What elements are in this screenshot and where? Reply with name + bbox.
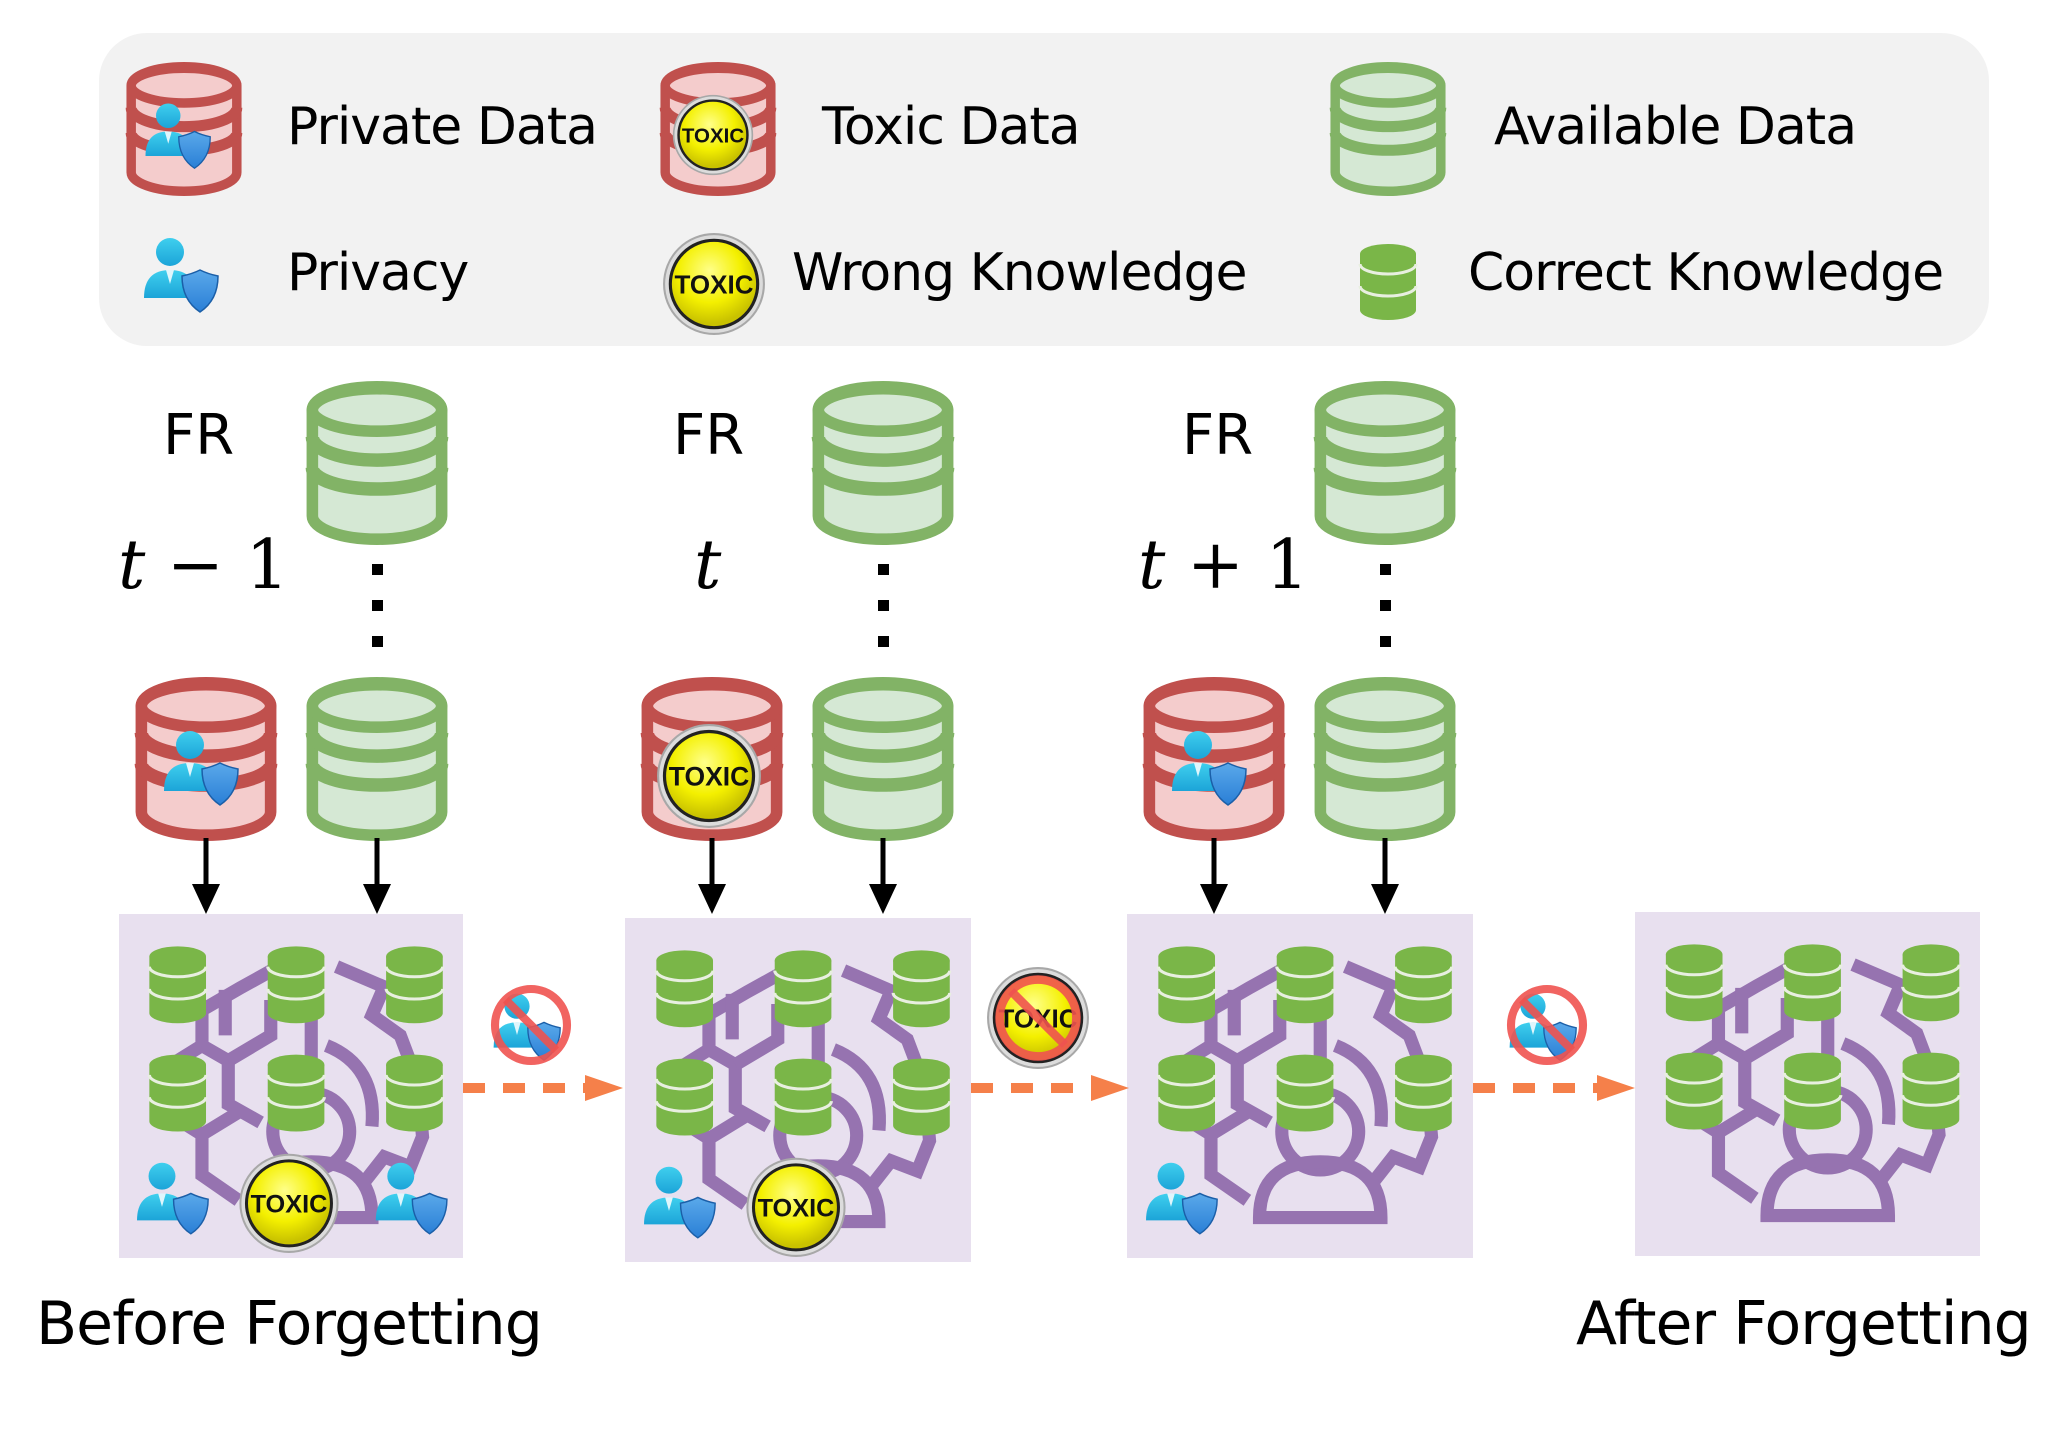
dashed-arrow-icon xyxy=(1473,1075,1635,1101)
toxic-data-icon xyxy=(658,62,778,196)
arrow-down-icon xyxy=(1371,838,1399,914)
legend-label-available-data: Available Data xyxy=(1494,97,1857,157)
model-state-before xyxy=(119,914,463,1258)
model-state-after-forgetting xyxy=(1635,912,1980,1256)
caption-after-forgetting: After Forgetting xyxy=(1576,1289,2032,1359)
brain-network-icon xyxy=(1664,942,1961,1256)
brain-network-icon xyxy=(1145,944,1454,1235)
correct-knowledge-icon xyxy=(1358,242,1418,322)
legend-label-toxic-data: Toxic Data xyxy=(822,97,1081,157)
available-data-bottom-step-1 xyxy=(303,677,451,841)
legend-label-wrong-knowledge: Wrong Knowledge xyxy=(792,243,1247,303)
private-data-request-step-3 xyxy=(1140,677,1288,841)
caption-before-forgetting: Before Forgetting xyxy=(36,1289,543,1359)
arrow-down-icon xyxy=(363,838,391,914)
forget-privacy-icon xyxy=(1502,980,1592,1070)
available-data-top-step-2 xyxy=(809,381,957,545)
arrow-down-icon xyxy=(698,838,726,914)
arrow-down-icon xyxy=(1200,838,1228,914)
model-state-after-step-1 xyxy=(625,918,971,1262)
private-data-request-step-1 xyxy=(132,677,280,841)
ellipsis-dots-step-1 xyxy=(372,564,383,647)
available-data-bottom-step-3 xyxy=(1311,677,1459,841)
brain-network-icon xyxy=(136,944,448,1254)
fr-label-step-1: FR xyxy=(163,403,235,468)
toxic-data-request-step-2 xyxy=(638,677,786,841)
available-data-bottom-step-2 xyxy=(809,677,957,841)
model-state-after-step-2 xyxy=(1127,914,1473,1258)
dashed-arrow-icon xyxy=(971,1075,1129,1101)
forget-toxic-icon xyxy=(986,966,1090,1070)
ellipsis-dots-step-3 xyxy=(1380,564,1391,647)
time-label-step-3: t + 1 xyxy=(1138,526,1309,605)
time-label-step-2: t xyxy=(694,526,722,605)
privacy-icon xyxy=(140,234,220,314)
legend-label-privacy: Privacy xyxy=(287,243,469,303)
available-data-top-step-3 xyxy=(1311,381,1459,545)
arrow-down-icon xyxy=(192,838,220,914)
wrong-knowledge-icon xyxy=(662,232,766,336)
dashed-arrow-icon xyxy=(463,1075,623,1101)
ellipsis-dots-step-2 xyxy=(878,564,889,647)
private-data-icon xyxy=(124,62,244,196)
legend-label-private-data: Private Data xyxy=(287,97,598,157)
legend-label-correct-knowledge: Correct Knowledge xyxy=(1468,243,1944,303)
forget-privacy-icon xyxy=(486,980,576,1070)
brain-network-icon xyxy=(643,948,952,1258)
arrow-down-icon xyxy=(869,838,897,914)
legend-panel xyxy=(99,33,1989,346)
fr-label-step-2: FR xyxy=(673,403,745,468)
available-data-top-step-1 xyxy=(303,381,451,545)
fr-label-step-3: FR xyxy=(1182,403,1254,468)
available-data-icon xyxy=(1328,62,1448,196)
time-label-step-1: t − 1 xyxy=(118,526,289,605)
